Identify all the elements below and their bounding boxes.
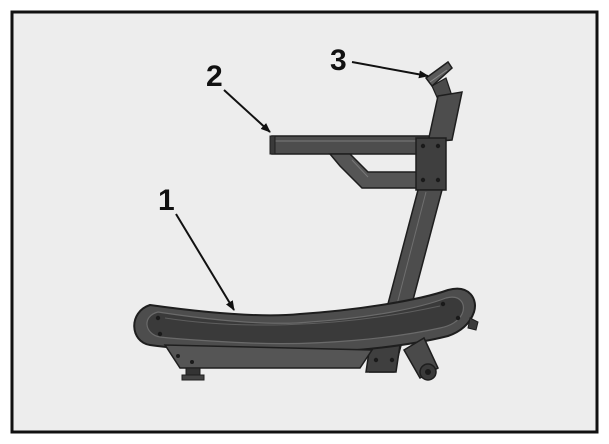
callout-1-arrow [175, 213, 235, 311]
callout-2-number: 2 [206, 60, 223, 93]
callout-3-arrow [351, 61, 429, 79]
curved-running-deck [133, 287, 479, 381]
callout-2-arrow [223, 89, 271, 133]
panel-border [10, 10, 599, 434]
callout-1: 1 [158, 184, 235, 311]
callout-1-number: 1 [158, 184, 175, 217]
callout-3: 3 [330, 44, 429, 79]
callout-2: 2 [206, 60, 271, 133]
callout-3-number: 3 [330, 44, 347, 77]
